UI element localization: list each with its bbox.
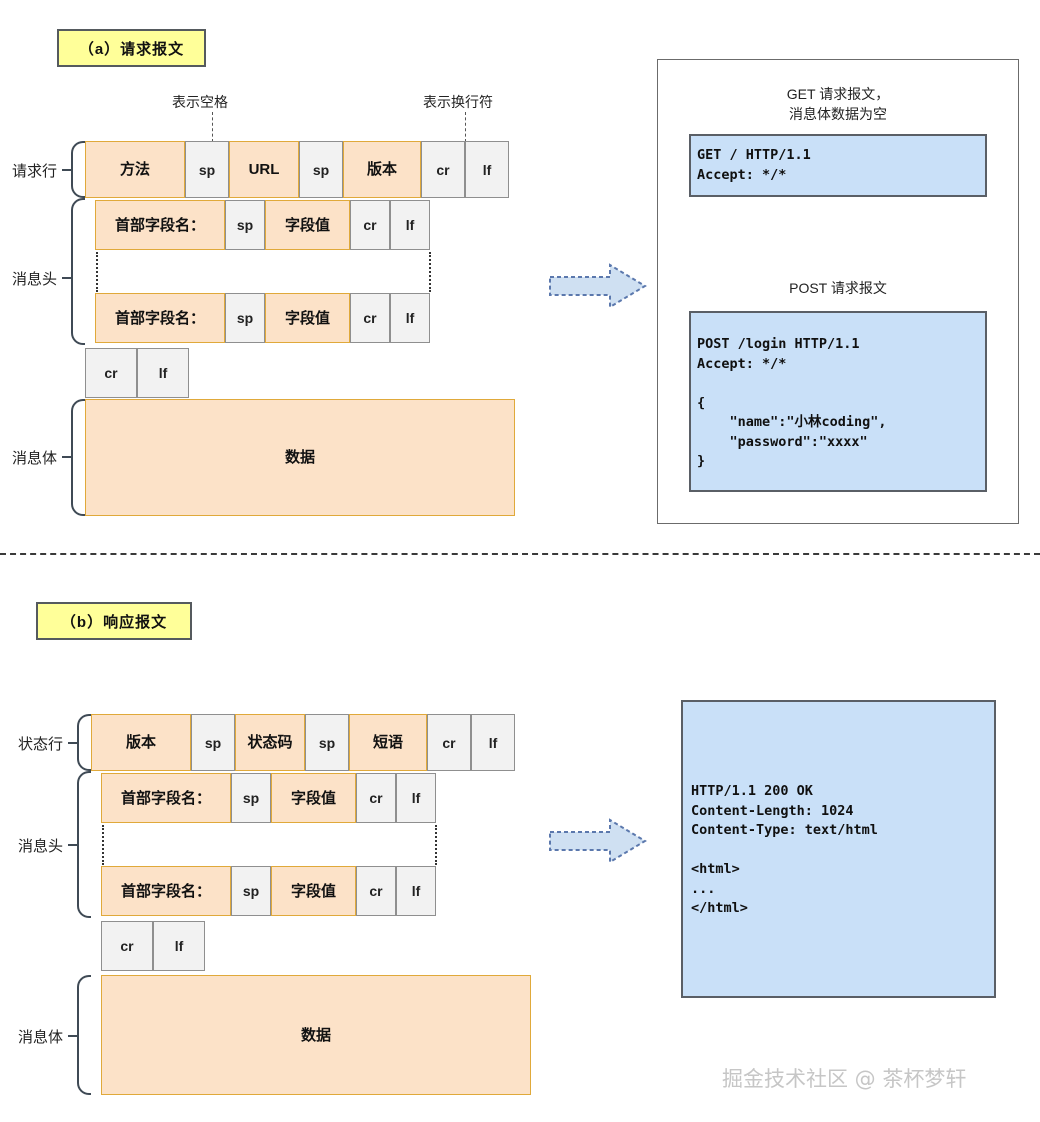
side-label-response-body: 消息体 <box>18 1029 64 1046</box>
response-blank-line-row: cr lf <box>101 921 205 971</box>
brace-request-headers <box>71 198 85 345</box>
annotation-space-label: 表示空格 <box>172 94 228 110</box>
brace-nub-request-headers <box>62 277 71 279</box>
cell-header-value-2: 字段值 <box>265 293 350 343</box>
cell-header-value-1: 字段值 <box>265 200 350 250</box>
cell-header-lf-1: lf <box>390 200 430 250</box>
cell-header-name-2: 首部字段名： <box>95 293 225 343</box>
cell-resp-header-name-2: 首部字段名： <box>101 866 231 916</box>
request-body-box: 数据 <box>85 399 515 516</box>
cell-resp-header-cr-1: cr <box>356 773 396 823</box>
response-header-row-2: 首部字段名： sp 字段值 cr lf <box>101 866 436 916</box>
status-line-row: 版本 sp 状态码 sp 短语 cr lf <box>91 714 515 771</box>
cell-resp-sp-1: sp <box>191 714 235 771</box>
cell-blank-cr: cr <box>85 348 137 398</box>
cell-resp-header-name-1: 首部字段名： <box>101 773 231 823</box>
response-example-code: HTTP/1.1 200 OK Content-Length: 1024 Con… <box>681 700 996 998</box>
flow-arrow-response <box>548 817 648 865</box>
response-body-box: 数据 <box>101 975 531 1095</box>
brace-request-line <box>71 141 85 198</box>
cell-resp-blank-cr: cr <box>101 921 153 971</box>
brace-response-body <box>77 975 91 1095</box>
cell-sp-1: sp <box>185 141 229 198</box>
post-example-code: POST /login HTTP/1.1 Accept: */* { "name… <box>689 311 987 492</box>
cell-resp-blank-lf: lf <box>153 921 205 971</box>
flow-arrow-request <box>548 262 648 310</box>
side-label-request-headers: 消息头 <box>12 271 58 288</box>
headers-continuation-left-dots <box>96 252 98 292</box>
side-label-request-line: 请求行 <box>12 163 58 180</box>
side-label-request-body: 消息体 <box>12 450 58 467</box>
request-blank-line-row: cr lf <box>85 348 189 398</box>
side-label-response-headers: 消息头 <box>18 838 64 855</box>
cell-method: 方法 <box>85 141 185 198</box>
watermark: 掘金技术社区 @ 茶杯梦轩 <box>722 1067 967 1091</box>
cell-resp-header-sp-1: sp <box>231 773 271 823</box>
cell-resp-sp-2: sp <box>305 714 349 771</box>
section-badge-response: （b）响应报文 <box>36 602 192 640</box>
response-header-row-1: 首部字段名： sp 字段值 cr lf <box>101 773 436 823</box>
request-line-row: 方法 sp URL sp 版本 cr lf <box>85 141 509 198</box>
cell-resp-header-lf-1: lf <box>396 773 436 823</box>
brace-nub-status-line <box>68 742 77 744</box>
brace-nub-request-body <box>62 456 71 458</box>
cell-version: 版本 <box>343 141 421 198</box>
brace-nub-request-line <box>62 169 71 171</box>
cell-header-cr-2: cr <box>350 293 390 343</box>
cell-header-cr-1: cr <box>350 200 390 250</box>
cell-resp-header-value-1: 字段值 <box>271 773 356 823</box>
cell-blank-lf: lf <box>137 348 189 398</box>
brace-response-headers <box>77 771 91 918</box>
response-headers-continuation-right-dots <box>435 825 437 865</box>
brace-status-line <box>77 714 91 771</box>
annotation-space-leader <box>212 112 213 142</box>
cell-reason-phrase: 短语 <box>349 714 427 771</box>
request-header-row-2: 首部字段名： sp 字段值 cr lf <box>95 293 430 343</box>
headers-continuation-right-dots <box>429 252 431 292</box>
cell-header-sp-1: sp <box>225 200 265 250</box>
cell-resp-header-sp-2: sp <box>231 866 271 916</box>
brace-nub-response-headers <box>68 844 77 846</box>
request-header-row-1: 首部字段名： sp 字段值 cr lf <box>95 200 430 250</box>
cell-url: URL <box>229 141 299 198</box>
get-example-caption: GET 请求报文， 消息体数据为空 <box>786 86 890 123</box>
cell-resp-version: 版本 <box>91 714 191 771</box>
cell-header-lf-2: lf <box>390 293 430 343</box>
cell-lf-1: lf <box>465 141 509 198</box>
cell-resp-cr-1: cr <box>427 714 471 771</box>
cell-status-code: 状态码 <box>235 714 305 771</box>
cell-resp-header-value-2: 字段值 <box>271 866 356 916</box>
cell-resp-header-lf-2: lf <box>396 866 436 916</box>
side-label-status-line: 状态行 <box>18 736 64 753</box>
annotation-newline-leader <box>465 112 466 142</box>
annotation-newline-label: 表示换行符 <box>423 94 493 110</box>
cell-resp-lf-1: lf <box>471 714 515 771</box>
cell-cr-1: cr <box>421 141 465 198</box>
cell-sp-2: sp <box>299 141 343 198</box>
cell-header-name-1: 首部字段名： <box>95 200 225 250</box>
brace-nub-response-body <box>68 1035 77 1037</box>
brace-request-body <box>71 399 85 516</box>
section-divider <box>0 553 1040 555</box>
get-example-code: GET / HTTP/1.1 Accept: */* <box>689 134 987 197</box>
section-badge-request: （a）请求报文 <box>57 29 206 67</box>
cell-header-sp-2: sp <box>225 293 265 343</box>
response-headers-continuation-left-dots <box>102 825 104 865</box>
post-example-caption: POST 请求报文 <box>789 280 887 296</box>
cell-resp-header-cr-2: cr <box>356 866 396 916</box>
